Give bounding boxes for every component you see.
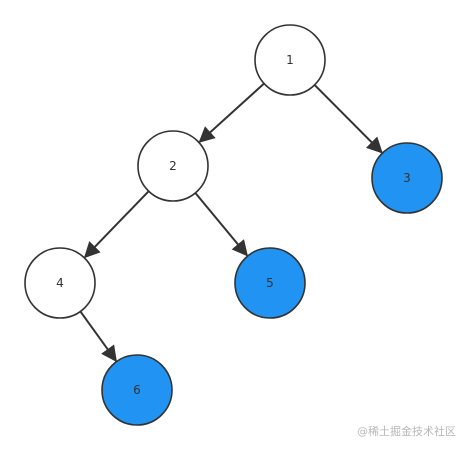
edges-group	[79, 82, 383, 363]
node-circle-4	[24, 247, 96, 319]
edge-1-2	[198, 82, 265, 143]
tree-node-2: 2	[137, 130, 209, 202]
tree-node-5: 5	[234, 247, 306, 319]
watermark-text: @稀土掘金技术社区	[357, 425, 456, 438]
node-label-4: 4	[56, 276, 64, 290]
edge-2-4	[83, 190, 150, 259]
edge-2-5	[194, 192, 249, 257]
node-label-1: 1	[286, 53, 294, 67]
node-circle-2	[137, 130, 209, 202]
nodes-group: 1 2 3 4 5 6	[24, 24, 443, 426]
edge-1-3	[313, 84, 383, 154]
node-label-3: 3	[403, 171, 411, 185]
node-circle-3	[371, 142, 443, 214]
tree-node-4: 4	[24, 247, 96, 319]
node-label-6: 6	[133, 383, 141, 397]
node-label-2: 2	[169, 159, 177, 173]
edge-4-6	[79, 310, 117, 363]
tree-node-3: 3	[371, 142, 443, 214]
node-circle-5	[234, 247, 306, 319]
node-label-5: 5	[266, 276, 274, 290]
node-circle-6	[101, 354, 173, 426]
tree-node-1: 1	[254, 24, 326, 96]
tree-node-6: 6	[101, 354, 173, 426]
node-circle-1	[254, 24, 326, 96]
